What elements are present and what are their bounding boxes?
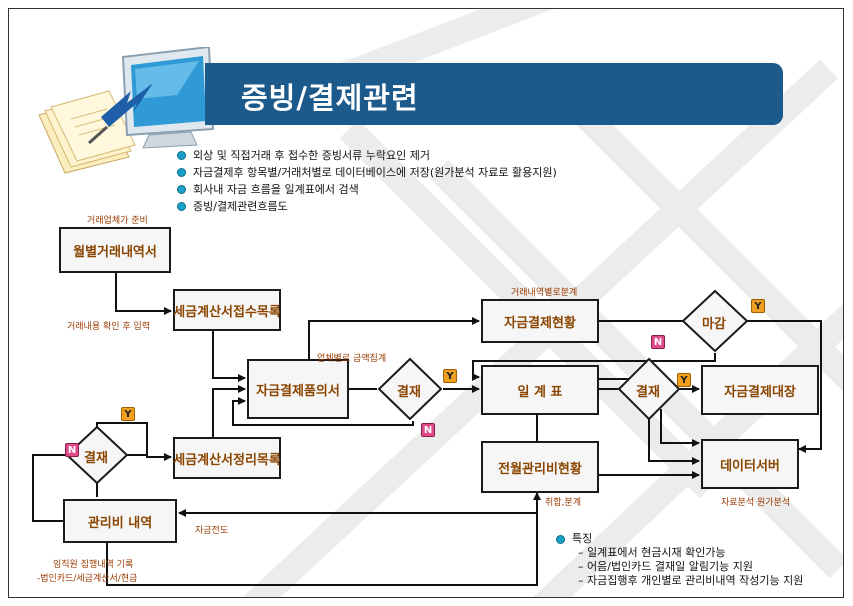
connector-tax-receipt-to-payment-request [212, 331, 246, 382]
note-vendor-prep: 거래업체가 준비 [87, 216, 148, 226]
connector-mgmt-to-monthly-mgmt [106, 492, 541, 586]
bullet-icon [177, 151, 186, 160]
features-section: 특징 – 일계표에서 현금시재 확인가능 – 어음/법인카드 결재일 알림기능 … [556, 532, 803, 588]
bullet-icon [177, 168, 186, 177]
tax-summary-box: 세금계산서정리목록 [173, 437, 281, 479]
connector-close-no-to-daily [472, 353, 716, 381]
monthly-mgmt-status-box: 전월관리비현황 [481, 441, 599, 493]
feature-item: – 자금집행후 개인별로 관리비내역 작성기능 지원 [578, 574, 804, 587]
connector-close-yes-to-server [747, 320, 822, 453]
connector-approve2-up [96, 422, 148, 455]
bullet-item: 자금결제후 항목별/거래처별로 데이터베이스에 저장(원가분석 자료로 활용지원… [177, 164, 557, 181]
approve1-diamond [377, 357, 443, 421]
approve3-yes-badge: Y [677, 373, 691, 387]
note-fund-transfer: 자금전도 [195, 526, 229, 536]
features-title: 특징 [556, 532, 803, 546]
bullet-item: 증빙/결제관련흐름도 [177, 198, 557, 215]
connector-tax-summary-to-payment-request [212, 385, 246, 437]
note-by-transaction: 거래내역별로분계 [511, 288, 578, 298]
note-sum-split: 취합,분계 [545, 498, 581, 508]
note-exec-record: 임직원 집행내역 기록 [53, 560, 134, 570]
note-by-vendor-sum: 업체별로 금액집계 [317, 354, 387, 364]
computer-document-illustration [38, 47, 215, 174]
bullet-list: 외상 및 직접거래 후 접수한 증빙서류 누락요인 제거 자금결제후 항목별/거… [177, 147, 557, 215]
close-yes-badge: Y [751, 299, 765, 313]
approve1-label: 결재 [397, 385, 421, 400]
note-input-after-confirm: 거래내용 확인 후 입력 [67, 322, 151, 332]
feature-item: – 어음/법인카드 결재일 알림기능 지원 [578, 560, 753, 573]
note-card-tax-cash: -법인카드/세금계산서/현금 [37, 574, 138, 584]
bullet-item: 외상 및 직접거래 후 접수한 증빙서류 누락요인 제거 [177, 147, 557, 164]
bullet-item: 회사내 자금 흐름을 일계표에서 검색 [177, 181, 557, 198]
monitor-icon [121, 47, 215, 149]
approve1-no-badge: N [421, 423, 435, 437]
connector-approve1-no-return [232, 397, 414, 426]
decision-diamonds [65, 289, 749, 485]
bullet-icon [177, 202, 186, 211]
mgmt-expense-box: 관리비 내역 [63, 499, 177, 543]
slide-frame: 증빙/결제관련 외상 및 직접거래 후 접수한 증빙서류 누락요인 제거 자금결… [8, 8, 844, 598]
pen-icon [88, 125, 108, 145]
bullet-icon [177, 185, 186, 194]
approve1-yes-badge: Y [443, 369, 457, 383]
approve2-label: 결재 [84, 451, 108, 466]
connector-monthly-to-tax-receipt [115, 273, 172, 315]
close-diamond [681, 289, 749, 353]
close-label: 마감 [702, 317, 726, 332]
note-cost-analysis: 자료분석 원가분석 [721, 498, 791, 508]
approve2-yes-badge: Y [121, 407, 135, 421]
connector-request-to-payment-status [308, 317, 480, 359]
approve3-label: 결재 [636, 385, 660, 400]
connector-approve2-yes [127, 453, 172, 461]
tax-receipt-box: 세금계산서접수목록 [173, 289, 281, 331]
close-no-badge: N [651, 335, 665, 349]
feature-item: – 일계표에서 현금시재 확인가능 [578, 546, 726, 559]
title-banner [205, 63, 783, 125]
payment-request-box: 자금결제품의서 [247, 359, 349, 419]
monthly-transaction-box: 월별거래내역서 [59, 227, 171, 273]
connector-ledger-to-server [660, 409, 700, 447]
connector-approve3-to-server [648, 419, 700, 465]
payment-ledger-box: 자금결제대장 [701, 365, 819, 415]
lightning-bolt-icon [101, 83, 153, 127]
page-title: 증빙/결제관련 [241, 81, 419, 115]
bullet-icon [556, 534, 565, 544]
payment-status-box: 자금결제현황 [481, 299, 599, 343]
connector-approve2-no [32, 454, 67, 522]
data-server-box: 데이터서버 [701, 439, 799, 489]
approve3-diamond [617, 357, 681, 421]
daily-report-box: 일 계 표 [481, 365, 599, 415]
approve2-no-badge: N [65, 443, 79, 457]
